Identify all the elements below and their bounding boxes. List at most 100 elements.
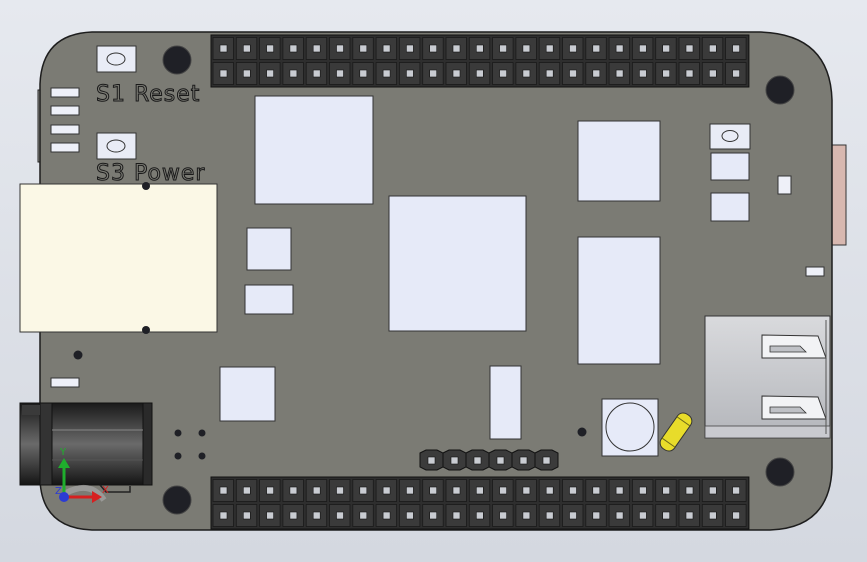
header-pin bbox=[545, 44, 554, 53]
crystal bbox=[659, 412, 693, 452]
power-button-cap[interactable] bbox=[106, 139, 126, 153]
via bbox=[73, 350, 83, 360]
ethernet-connector bbox=[19, 183, 218, 333]
header-pin bbox=[289, 486, 298, 495]
dc-power-jack bbox=[19, 402, 153, 493]
header-pin bbox=[662, 44, 671, 53]
header-pin bbox=[429, 486, 438, 495]
expansion-header-bottom bbox=[210, 476, 750, 530]
header-pin bbox=[219, 69, 228, 78]
header-pin bbox=[708, 486, 717, 495]
mounting-hole bbox=[765, 457, 795, 487]
header-pin bbox=[639, 44, 647, 53]
chip-small bbox=[710, 152, 750, 181]
header-pin bbox=[243, 44, 251, 53]
via bbox=[198, 429, 206, 437]
header-pin bbox=[452, 69, 461, 78]
header-pin bbox=[243, 511, 251, 520]
chip-ddr bbox=[254, 95, 374, 205]
header-pin bbox=[336, 69, 344, 78]
header-pin bbox=[708, 69, 717, 78]
header-pin bbox=[685, 44, 694, 53]
serial-pin bbox=[542, 456, 551, 465]
header-pin bbox=[708, 44, 717, 53]
header-pin bbox=[289, 69, 298, 78]
header-pin bbox=[592, 486, 601, 495]
led bbox=[50, 87, 80, 98]
led bbox=[777, 175, 792, 195]
header-pin bbox=[639, 511, 647, 520]
mounting-hole bbox=[162, 45, 192, 75]
header-pin bbox=[382, 69, 391, 78]
reset-button-cap[interactable] bbox=[106, 52, 126, 66]
header-pin bbox=[243, 486, 251, 495]
axis-label-z: Z bbox=[55, 486, 62, 497]
axis-label-x: X bbox=[102, 485, 109, 496]
header-pin bbox=[569, 511, 577, 520]
header-pin bbox=[266, 486, 274, 495]
header-pin bbox=[429, 44, 438, 53]
round-component bbox=[605, 402, 655, 452]
chip-small bbox=[246, 227, 292, 271]
header-pin bbox=[359, 511, 368, 520]
serial-pin bbox=[473, 456, 482, 465]
via bbox=[577, 427, 587, 437]
usb-host-connector bbox=[704, 315, 831, 439]
header-pin bbox=[592, 44, 601, 53]
header-pin bbox=[615, 44, 624, 53]
header-pin bbox=[615, 486, 624, 495]
via bbox=[142, 326, 150, 334]
header-pin bbox=[452, 44, 461, 53]
header-pin bbox=[662, 511, 671, 520]
boot-button-cap[interactable] bbox=[721, 130, 739, 142]
led bbox=[50, 377, 80, 388]
header-pin bbox=[382, 486, 391, 495]
header-pin bbox=[382, 511, 391, 520]
header-pin bbox=[406, 69, 414, 78]
header-pin bbox=[266, 511, 274, 520]
header-pin bbox=[569, 69, 577, 78]
header-pin bbox=[732, 511, 740, 520]
s1-reset-label: S1 Reset bbox=[96, 82, 200, 107]
header-pin bbox=[685, 69, 694, 78]
header-pin bbox=[639, 486, 647, 495]
header-pin bbox=[312, 69, 321, 78]
header-pin bbox=[545, 486, 554, 495]
header-pin bbox=[382, 44, 391, 53]
mounting-hole bbox=[765, 75, 795, 105]
header-pin bbox=[545, 69, 554, 78]
boot-button-body[interactable] bbox=[709, 123, 751, 150]
chip-emmc bbox=[577, 120, 661, 202]
led bbox=[50, 142, 80, 153]
header-pin bbox=[732, 44, 740, 53]
header-pin bbox=[685, 511, 694, 520]
power-button-body[interactable] bbox=[96, 132, 137, 160]
header-pin bbox=[545, 511, 554, 520]
led bbox=[50, 105, 80, 116]
chip-pmic bbox=[577, 236, 661, 365]
header-pin bbox=[406, 486, 414, 495]
header-pin bbox=[219, 44, 228, 53]
header-pin bbox=[312, 44, 321, 53]
header-pin bbox=[569, 486, 577, 495]
via bbox=[142, 182, 150, 190]
serial-pin bbox=[519, 456, 528, 465]
header-pin bbox=[522, 486, 531, 495]
header-pin bbox=[336, 511, 344, 520]
header-pin bbox=[406, 511, 414, 520]
header-pin bbox=[569, 44, 577, 53]
header-pin bbox=[592, 511, 601, 520]
header-pin bbox=[732, 486, 740, 495]
header-pin bbox=[615, 69, 624, 78]
header-pin bbox=[219, 486, 228, 495]
header-pin bbox=[452, 486, 461, 495]
reset-button-body[interactable] bbox=[96, 45, 137, 73]
header-pin bbox=[336, 486, 344, 495]
header-pin bbox=[266, 44, 274, 53]
serial-pin bbox=[427, 456, 436, 465]
serial-debug-header bbox=[419, 449, 559, 471]
header-pin bbox=[499, 486, 507, 495]
header-pin bbox=[685, 486, 694, 495]
header-pin bbox=[359, 69, 368, 78]
